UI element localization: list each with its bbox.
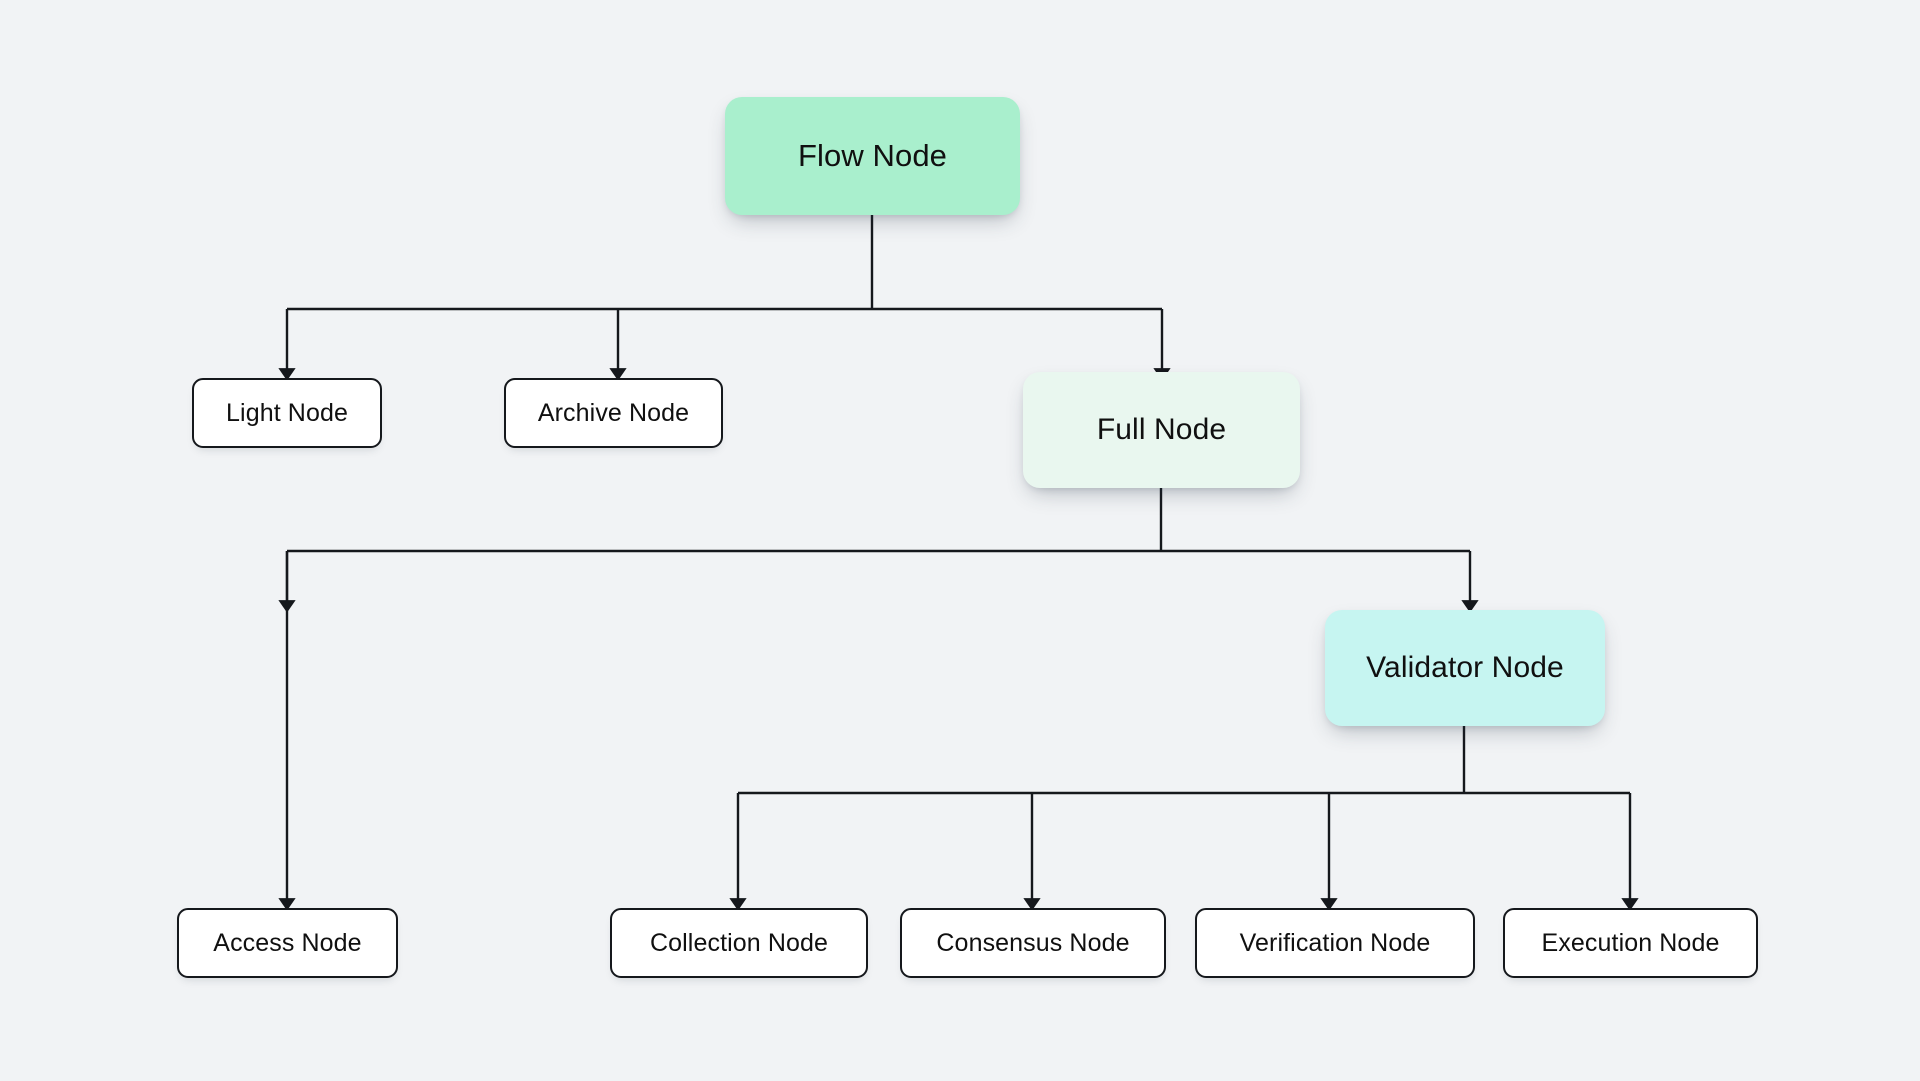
node-execution-node[interactable]: Execution Node [1503, 908, 1758, 978]
node-archive-node[interactable]: Archive Node [504, 378, 723, 448]
node-flow-node[interactable]: Flow Node [725, 97, 1020, 215]
node-collection-node[interactable]: Collection Node [610, 908, 868, 978]
node-label: Access Node [213, 928, 362, 957]
node-label: Execution Node [1541, 928, 1720, 957]
node-label: Collection Node [650, 928, 828, 957]
node-full-node[interactable]: Full Node [1023, 372, 1300, 488]
node-validator-node[interactable]: Validator Node [1325, 610, 1605, 726]
node-light-node[interactable]: Light Node [192, 378, 382, 448]
node-verification-node[interactable]: Verification Node [1195, 908, 1475, 978]
node-label: Verification Node [1239, 928, 1431, 957]
node-label: Flow Node [797, 138, 948, 173]
node-access-node[interactable]: Access Node [177, 908, 398, 978]
node-label: Full Node [1096, 413, 1227, 446]
node-label: Consensus Node [936, 928, 1130, 957]
node-consensus-node[interactable]: Consensus Node [900, 908, 1166, 978]
node-label: Archive Node [537, 398, 690, 427]
node-label: Light Node [226, 398, 348, 427]
edge-paths [278, 215, 1639, 911]
node-label: Validator Node [1366, 651, 1564, 684]
